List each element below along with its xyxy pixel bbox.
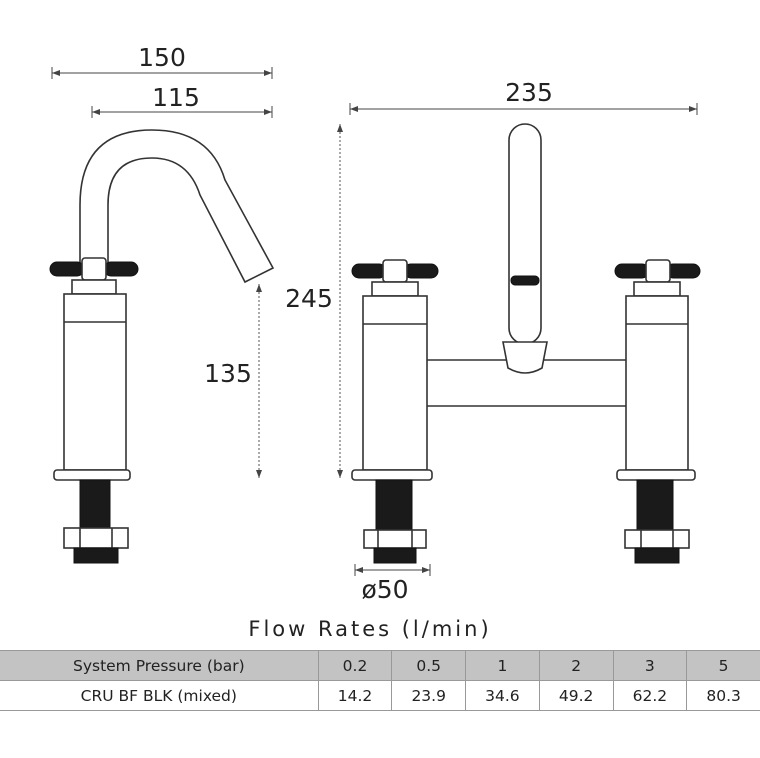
dimension-line-150 [51,67,273,79]
pressure-cell: 3 [612,650,687,681]
side-threaded-tail [79,479,111,529]
flow-rates-title: Flow Rates (l/min) [248,617,492,641]
side-body [63,293,127,471]
front-view: 235 245 [285,78,701,604]
pressure-cell: 0.5 [391,650,466,681]
side-cross-handle [49,257,139,295]
dimension-label-150: 150 [138,43,186,72]
front-right-body [625,295,689,471]
table-row: CRU BF BLK (mixed) 14.2 23.9 34.6 49.2 6… [0,680,760,711]
pressure-cell: 5 [686,650,760,681]
dimension-label-245: 245 [285,284,333,313]
pressure-cell: 1 [465,650,540,681]
dimension-label-235: 235 [505,78,553,107]
flow-cell: 62.2 [612,680,687,711]
side-spout [79,129,275,284]
front-left-body [362,295,428,471]
pressure-cell: 2 [538,650,613,681]
dimension-line-diameter [354,564,431,576]
dimension-label-135: 135 [204,359,252,388]
row-label-cell: CRU BF BLK (mixed) [0,680,319,711]
header-label-cell: System Pressure (bar) [0,650,319,681]
front-right-handle [614,259,701,297]
front-right-threaded-tail [636,479,674,531]
dimension-label-115: 115 [152,83,200,112]
dimension-line-115 [91,106,273,118]
flow-cell: 49.2 [538,680,613,711]
flow-cell: 34.6 [465,680,540,711]
dimension-line-135 [256,284,262,478]
front-spout [508,123,542,345]
table-header-row: System Pressure (bar) 0.2 0.5 1 2 3 5 [0,650,760,681]
side-backnut [63,527,129,564]
dimension-line-245 [337,124,343,478]
flow-cell: 23.9 [391,680,466,711]
pressure-cell: 0.2 [317,650,392,681]
dimension-line-235 [349,103,698,115]
side-view: 150 115 [49,43,275,564]
dimension-label-diameter: ø50 [361,575,408,604]
faucet-technical-drawing: 150 115 [49,43,701,604]
flow-cell: 14.2 [317,680,392,711]
flow-cell: 80.3 [686,680,760,711]
flow-rates-table: System Pressure (bar) 0.2 0.5 1 2 3 5 CR… [0,650,760,711]
front-left-threaded-tail [375,479,413,531]
front-left-handle [351,259,439,297]
